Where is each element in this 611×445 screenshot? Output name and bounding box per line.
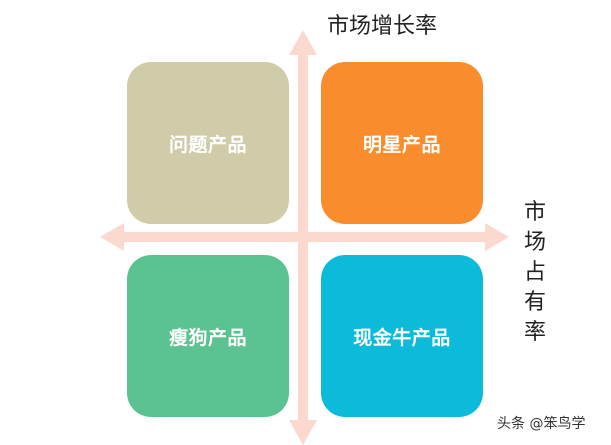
watermark: 头条 @笨鸟学 bbox=[497, 416, 586, 432]
quadrant-label: 瘦狗产品 bbox=[168, 326, 247, 349]
quadrant-star-product: 明星产品 bbox=[321, 62, 483, 224]
up-arrow-head bbox=[289, 30, 317, 55]
left-arrow-head bbox=[100, 223, 124, 251]
quadrant-label: 问题产品 bbox=[168, 133, 247, 156]
vertical-axis-line bbox=[298, 50, 308, 428]
quadrant-problem-product: 问题产品 bbox=[127, 62, 289, 224]
right-arrow-head bbox=[485, 223, 509, 251]
x-axis-label: 市场占有率 bbox=[523, 200, 546, 345]
quadrant-dog-product: 瘦狗产品 bbox=[127, 255, 289, 417]
down-arrow-head bbox=[289, 420, 317, 445]
quadrant-label: 现金牛产品 bbox=[353, 326, 451, 349]
y-axis-label: 市场增长率 bbox=[327, 14, 438, 39]
quadrant-cash-cow-product: 现金牛产品 bbox=[321, 255, 483, 417]
quadrant-label: 明星产品 bbox=[362, 133, 441, 156]
